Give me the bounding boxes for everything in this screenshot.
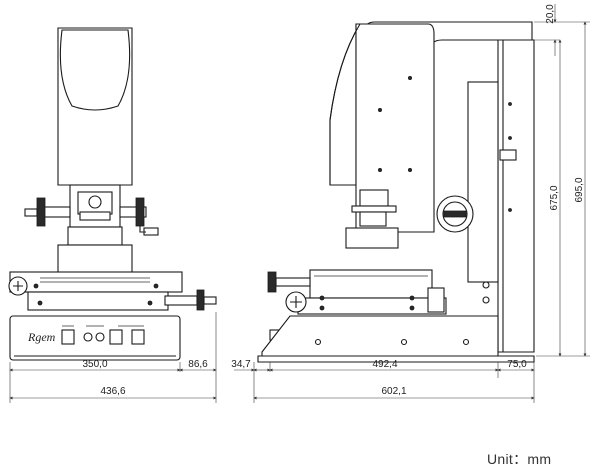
front-base [9, 315, 181, 361]
front-focus-knob-left [24, 197, 71, 227]
dim-height-total: 695,0 [574, 177, 585, 202]
front-stage-lower [27, 291, 169, 311]
side-lens [345, 227, 399, 249]
side-base [261, 315, 499, 357]
front-button-2 [109, 329, 123, 345]
side-frame [467, 81, 499, 283]
front-view: Rgem [8, 27, 217, 361]
side-knob [499, 149, 517, 161]
brand-logo: Rgem [27, 330, 56, 344]
dim-side-main: 492,4 [372, 359, 397, 370]
front-stage-knob [196, 289, 205, 311]
dim-side-rear: 75,0 [507, 359, 527, 370]
dim-side-total: 602,1 [381, 386, 406, 397]
dimension-labels: 350,0 86,6 436,6 34,7 492,4 75,0 602,1 2… [82, 4, 585, 397]
dim-side-offset: 34,7 [231, 359, 251, 370]
dimension-lines [9, 4, 590, 403]
side-stage-lower [297, 297, 447, 315]
side-stage-knob [267, 271, 277, 293]
front-lens-block [77, 191, 113, 215]
side-view [257, 21, 535, 363]
front-button-3 [131, 329, 145, 345]
side-stage [309, 269, 433, 299]
dim-front-total: 436,6 [100, 386, 125, 397]
front-button-1 [61, 329, 75, 345]
dim-height-inner: 675,0 [549, 185, 560, 210]
dim-front-knob: 86,6 [188, 359, 208, 370]
front-focus-knob-right [119, 197, 159, 236]
unit-label: Unit：mm [487, 451, 552, 467]
dim-top-offset: 20,0 [545, 4, 556, 24]
dim-front-body: 350,0 [82, 359, 107, 370]
